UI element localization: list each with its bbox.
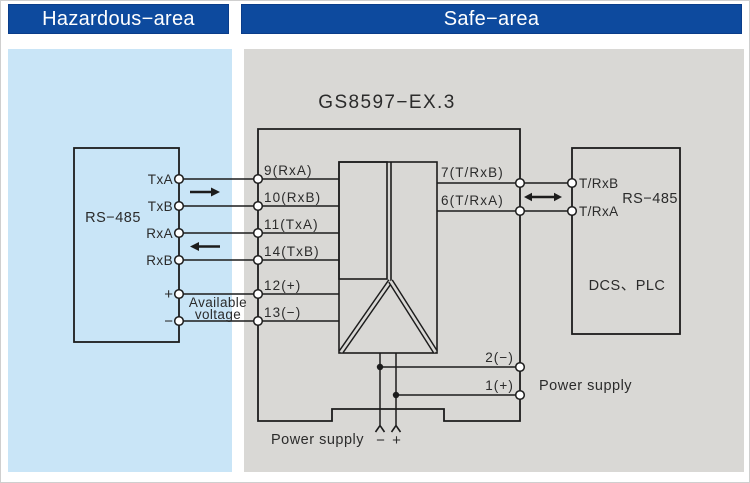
terminal-circle [173,173,185,185]
module-output-label-7: 7(T/RxB) [441,165,504,180]
module-input-label-14: 14(TxB) [264,244,320,259]
terminal-circles [173,173,578,401]
junction-dot [376,363,384,371]
hazardous-area-header-label: Hazardous−area [42,7,195,30]
terminal-circle [173,288,185,300]
right-terminal-label-trxa: T/RxA [579,204,619,219]
left-terminal-label-minus: − [164,313,173,330]
terminal-circle [252,254,264,266]
module-input-label-10: 10(RxB) [264,190,321,205]
terminal-circle [252,173,264,185]
module-input-label-9: 9(RxA) [264,163,313,178]
power-plus-label: + [392,432,401,449]
terminal-circle [566,177,578,189]
hazardous-area-header: Hazardous−area [8,4,229,34]
safe-area-header: Safe−area [241,4,742,34]
terminal-circle [173,254,185,266]
module-power-label-1: 1(+) [485,378,514,393]
left-device-box [73,147,180,343]
module-power-label-2: 2(−) [485,350,514,365]
tx-direction-arrow [190,187,220,197]
rx-direction-arrow [190,242,220,251]
terminal-circle [566,205,578,217]
bidirectional-arrow [524,192,562,202]
available-voltage-note-line1: Available [189,295,247,310]
left-terminal-label-txb: TxB [148,199,173,214]
terminal-circle [252,227,264,239]
terminal-circle [514,361,526,373]
module-output-label-6: 6(T/RxA) [441,193,504,208]
available-voltage-note-line2: voltage [195,307,241,322]
module-title: GS8597−EX.3 [318,92,455,113]
power-arrowhead-minus [374,424,386,433]
power-minus-label: − [376,432,385,449]
terminal-circle [252,315,264,327]
terminal-circle [173,315,185,327]
safe-area-header-label: Safe−area [443,7,540,30]
terminal-circle [173,200,185,212]
module-input-label-11: 11(TxA) [264,217,319,232]
left-terminal-label-plus: + [164,286,173,303]
right-device-box [571,147,681,335]
right-terminal-label-trxb: T/RxB [579,176,619,191]
power-supply-bottom-label: Power supply [271,432,364,448]
isolator-symbol [338,161,438,354]
terminal-circle [252,288,264,300]
left-terminal-label-rxa: RxA [146,226,173,241]
left-device-name: RS−485 [85,210,141,226]
power-arrowhead-plus [390,424,402,433]
isolator-input-compartment [338,161,388,280]
terminal-circle [173,227,185,239]
terminal-circle [252,200,264,212]
terminal-circle [514,205,526,217]
terminal-circle [514,389,526,401]
isolator-outline [338,161,438,354]
right-device-type-label: DCS、PLC [589,278,666,294]
module-input-label-13: 13(−) [264,305,301,320]
left-terminal-label-rxb: RxB [146,253,173,268]
power-supply-right-label: Power supply [539,378,632,394]
left-terminal-label-txa: TxA [148,172,173,187]
module-input-label-12: 12(+) [264,278,301,293]
terminal-circle [514,177,526,189]
junction-dot [392,391,400,399]
right-device-name: RS−485 [622,191,678,207]
main-module-box [257,128,521,422]
